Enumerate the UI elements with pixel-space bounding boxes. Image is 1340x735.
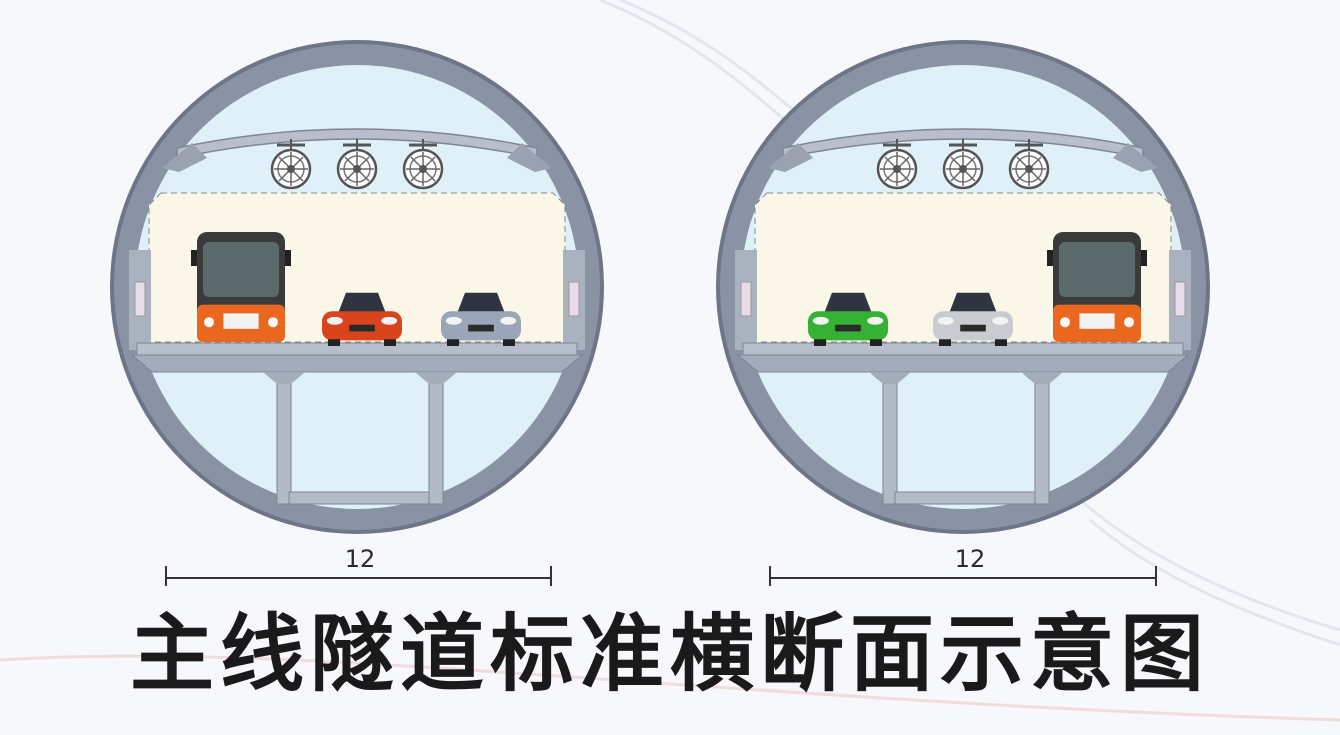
deck-slab <box>130 354 584 373</box>
bottom-beam <box>288 491 430 505</box>
sedan <box>441 292 521 346</box>
tunnel-right <box>716 40 1210 534</box>
bottom-beam <box>894 491 1036 505</box>
deck-slab <box>736 354 1190 373</box>
dimension-line-left <box>165 566 552 586</box>
support-column <box>428 371 444 505</box>
jet-fan-icon <box>336 139 378 190</box>
ceiling-bracket-left <box>162 143 207 172</box>
jet-fan-icon <box>876 139 918 190</box>
support-column <box>276 371 292 505</box>
jet-fan-icon <box>942 139 984 190</box>
sedan <box>933 292 1013 346</box>
dimension-label-right: 12 <box>954 545 986 573</box>
tunnel-left <box>110 40 604 534</box>
jet-fan-icon <box>402 139 444 190</box>
diagram-caption: 主线隧道标准横断面示意图 <box>129 605 1210 703</box>
sedan <box>322 292 402 346</box>
ceiling-bracket-left <box>768 143 813 172</box>
road-deck <box>742 342 1184 356</box>
support-column <box>882 371 898 505</box>
dimension-line-right <box>769 566 1157 586</box>
ceiling-bracket-right <box>1113 143 1158 172</box>
jet-fan-icon <box>1008 139 1050 190</box>
bus <box>191 232 291 342</box>
support-column <box>1034 371 1050 505</box>
jet-fan-icon <box>270 139 312 190</box>
dimension-label-left: 12 <box>344 545 376 573</box>
sedan <box>808 292 888 346</box>
ceiling-bracket-right <box>507 143 552 172</box>
bus <box>1047 232 1147 342</box>
